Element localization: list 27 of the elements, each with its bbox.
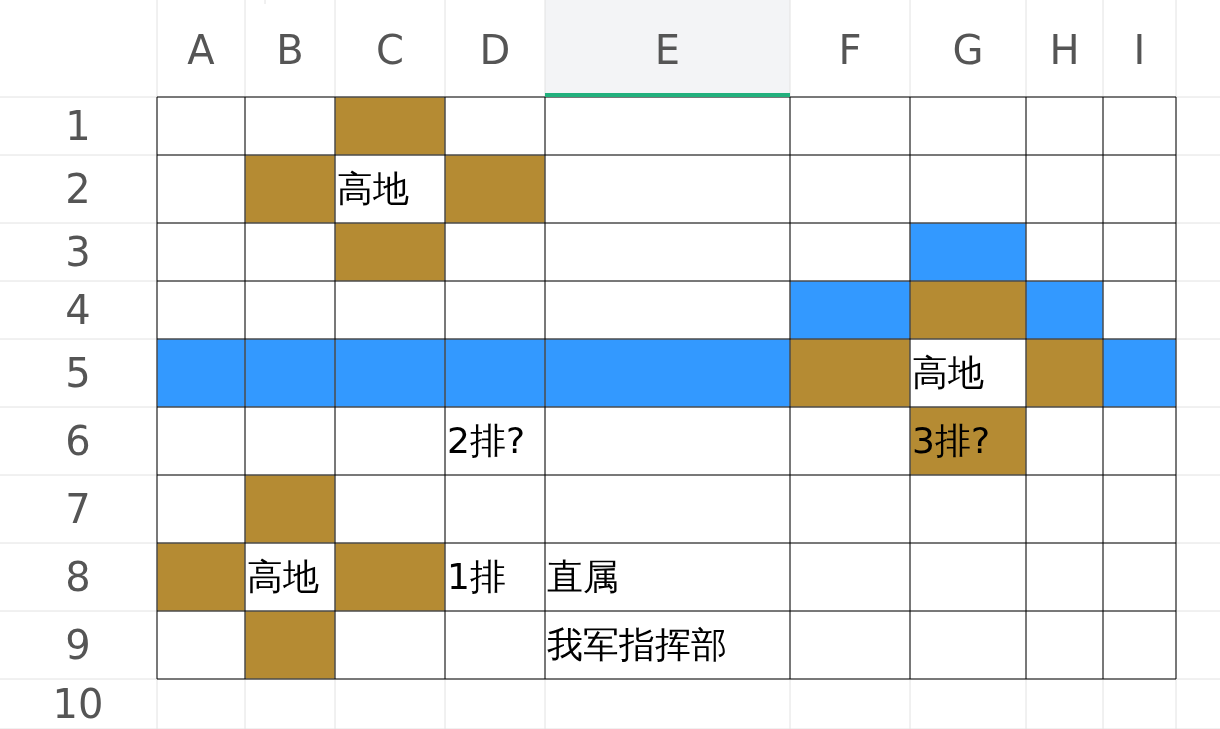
row-header: 10 (52, 684, 104, 724)
row-header: 9 (65, 625, 91, 665)
column-header: A (187, 30, 215, 70)
column-header: E (654, 30, 681, 70)
cell-text: 高地 (337, 171, 409, 207)
cell-text: 高地 (912, 355, 984, 391)
column-header: C (376, 30, 404, 70)
column-header: D (479, 30, 511, 70)
row-header: 1 (65, 106, 91, 146)
row-header: 5 (65, 353, 91, 393)
column-header: B (276, 30, 304, 70)
row-header: 8 (65, 557, 91, 597)
row-header: 3 (65, 232, 91, 272)
column-header: H (1049, 30, 1080, 70)
cell-text: 1排 (447, 559, 506, 595)
column-header: F (838, 30, 862, 70)
cell-text: 直属 (547, 559, 619, 595)
row-header: 2 (65, 169, 91, 209)
cell-text: 3排? (912, 423, 990, 459)
cell-text: 我军指挥部 (547, 627, 727, 663)
cell-text: 高地 (247, 559, 319, 595)
column-header: I (1133, 30, 1146, 70)
row-header: 6 (65, 421, 91, 461)
row-header: 4 (65, 290, 91, 330)
cell-text: 2排? (447, 423, 525, 459)
column-header: G (952, 30, 984, 70)
row-header: 7 (65, 489, 91, 529)
